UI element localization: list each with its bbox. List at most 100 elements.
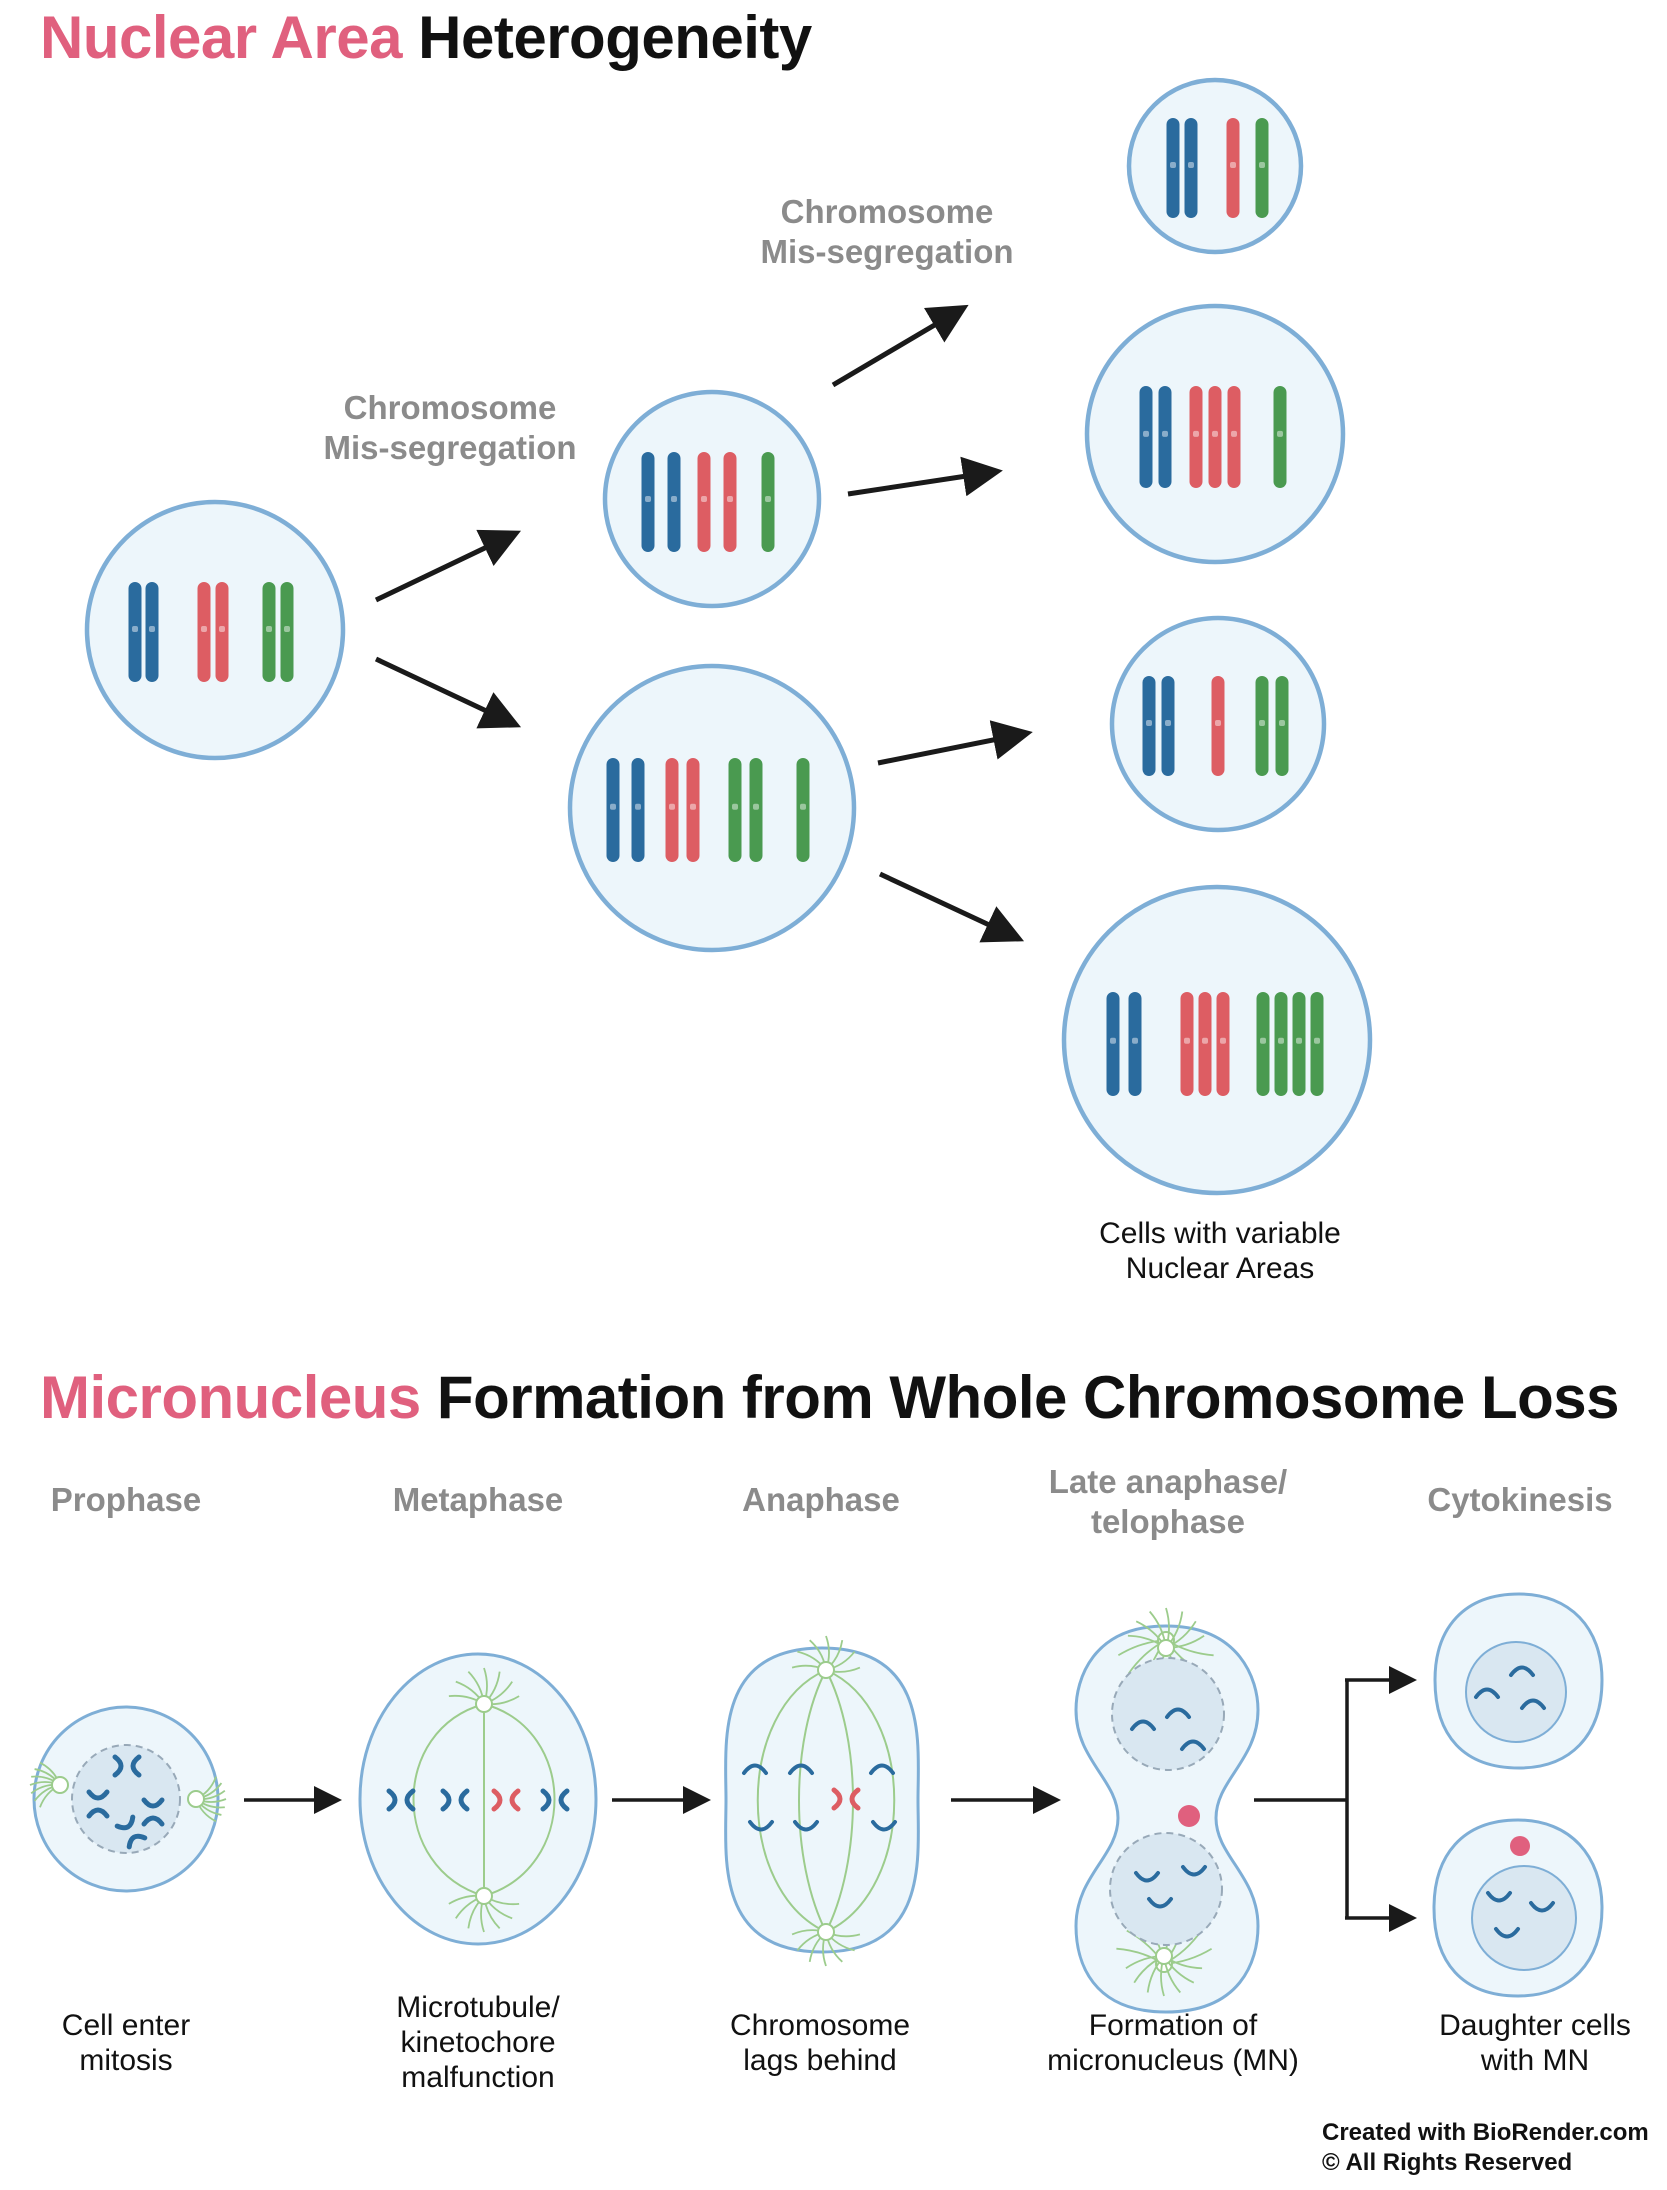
chromatid [1142,676,1156,776]
centromere [645,496,651,502]
centrosome [51,1776,69,1794]
centromere [1259,162,1265,168]
nucleus [1465,1641,1567,1743]
chromatid [631,758,645,862]
arrow-parent-to-upper [374,529,522,603]
centromere [690,803,696,810]
condensed-chromosome [86,1789,110,1819]
centromere [671,496,677,502]
chromatid [1161,676,1175,776]
chromatid [1226,118,1240,218]
single-chromatid [1474,1687,1500,1699]
centromere [284,626,290,632]
prophase-cell [29,1705,227,1893]
chromatid [728,758,742,862]
chromatid [1310,992,1324,1096]
centrosome [187,1790,205,1808]
centromere [1212,430,1218,437]
granddaughter-cell-3 [1109,615,1327,833]
single-chromatid [869,1763,895,1775]
chromatid [1189,386,1203,488]
footer-line-1: Created with BioRender.com [1322,2119,1649,2146]
centromere [219,626,225,632]
cell-membrane [358,1652,598,1946]
chromatid [280,582,294,682]
phase-label-cytokinesis: Cytokinesis [1427,1481,1613,1518]
reforming-nucleus [1109,1832,1223,1946]
chromatid [1166,118,1180,218]
phase-label-metaphase: Metaphase [392,1481,564,1518]
condensed-chromosome [114,1814,148,1850]
centromere [1202,1037,1208,1044]
chromatid [1128,992,1142,1096]
chromatid-arm [458,1788,470,1812]
condensed-chromosome [386,1788,416,1812]
single-chromatid [1494,1927,1520,1939]
arrow-upper-to-cell-2 [847,456,1003,497]
chromatid-arm [86,1789,110,1801]
chromatid-arm [509,1788,521,1812]
chromatid-arm [386,1788,398,1812]
caption-metaphase: Microtubule/ kinetochore malfunction [396,1991,560,2094]
centromere [1279,720,1285,726]
title-rest: Formation from Whole Chromosome Loss [436,1364,1620,1431]
arrow-parent-to-lower [374,656,522,729]
centromere [1296,1037,1302,1044]
condensed-chromosome [440,1788,470,1812]
centromere [1188,162,1194,168]
centromere [753,803,759,810]
daughter-cell-with-mn [1432,1818,1604,1998]
centromere [132,626,138,632]
micronucleus [1178,1805,1200,1827]
centromere [1132,1037,1138,1044]
single-chromatid [793,1820,819,1832]
spindle-fiber [483,1703,556,1897]
centromere [1170,162,1176,168]
chromatid [1227,386,1241,488]
chromatid-arm [141,1797,165,1809]
single-chromatid [1520,1698,1546,1710]
chromatid [606,758,620,862]
chromatid [1275,676,1289,776]
centromere [635,803,641,810]
chromatid-arm [491,1788,503,1812]
chromatid [1184,118,1198,218]
chromatid-arm [86,1807,110,1819]
chromatid [1216,992,1230,1096]
single-chromatid [1130,1719,1156,1731]
nucleus [1471,1865,1577,1971]
phase-label-anaphase: Anaphase [742,1481,900,1518]
chromatid-arm [831,1787,843,1811]
single-chromatid [1486,1891,1512,1903]
chromatid [723,452,737,552]
spindle-fiber [798,1669,827,1933]
telophase-cell [1074,1607,1260,2014]
daughter-cell-normal [1433,1592,1604,1770]
caption-anaphase: Chromosome lags behind [729,2009,911,2077]
single-chromatid [1180,1739,1206,1751]
chromatid-arm [112,1754,124,1778]
centromere [610,803,616,810]
centrosome [475,1695,493,1713]
chromatid [697,452,711,552]
chromatid [1292,992,1306,1096]
centromere [765,496,771,502]
chromatid [1255,676,1269,776]
metaphase-cell [358,1652,598,1946]
chromatid [1198,992,1212,1096]
centrosome [817,1923,835,1941]
single-chromatid [788,1763,814,1775]
arrow-lower-to-cell-4 [878,871,1025,943]
condensed-chromosome [540,1788,570,1812]
centrosome [1155,1947,1173,1965]
centromere [1314,1037,1320,1044]
daughter-cell-lower [567,663,857,953]
chromatid-arm [558,1788,570,1812]
title-micronucleus-formation: Micronucleus Formation from Whole Chromo… [40,1368,1619,1428]
centromere [669,803,675,810]
centromere [1143,430,1149,437]
caption-telophase: Formation of micronucleus (MN) [1047,2009,1299,2077]
nuclear-envelope [71,1744,181,1854]
cell-membrane [724,1646,920,1954]
